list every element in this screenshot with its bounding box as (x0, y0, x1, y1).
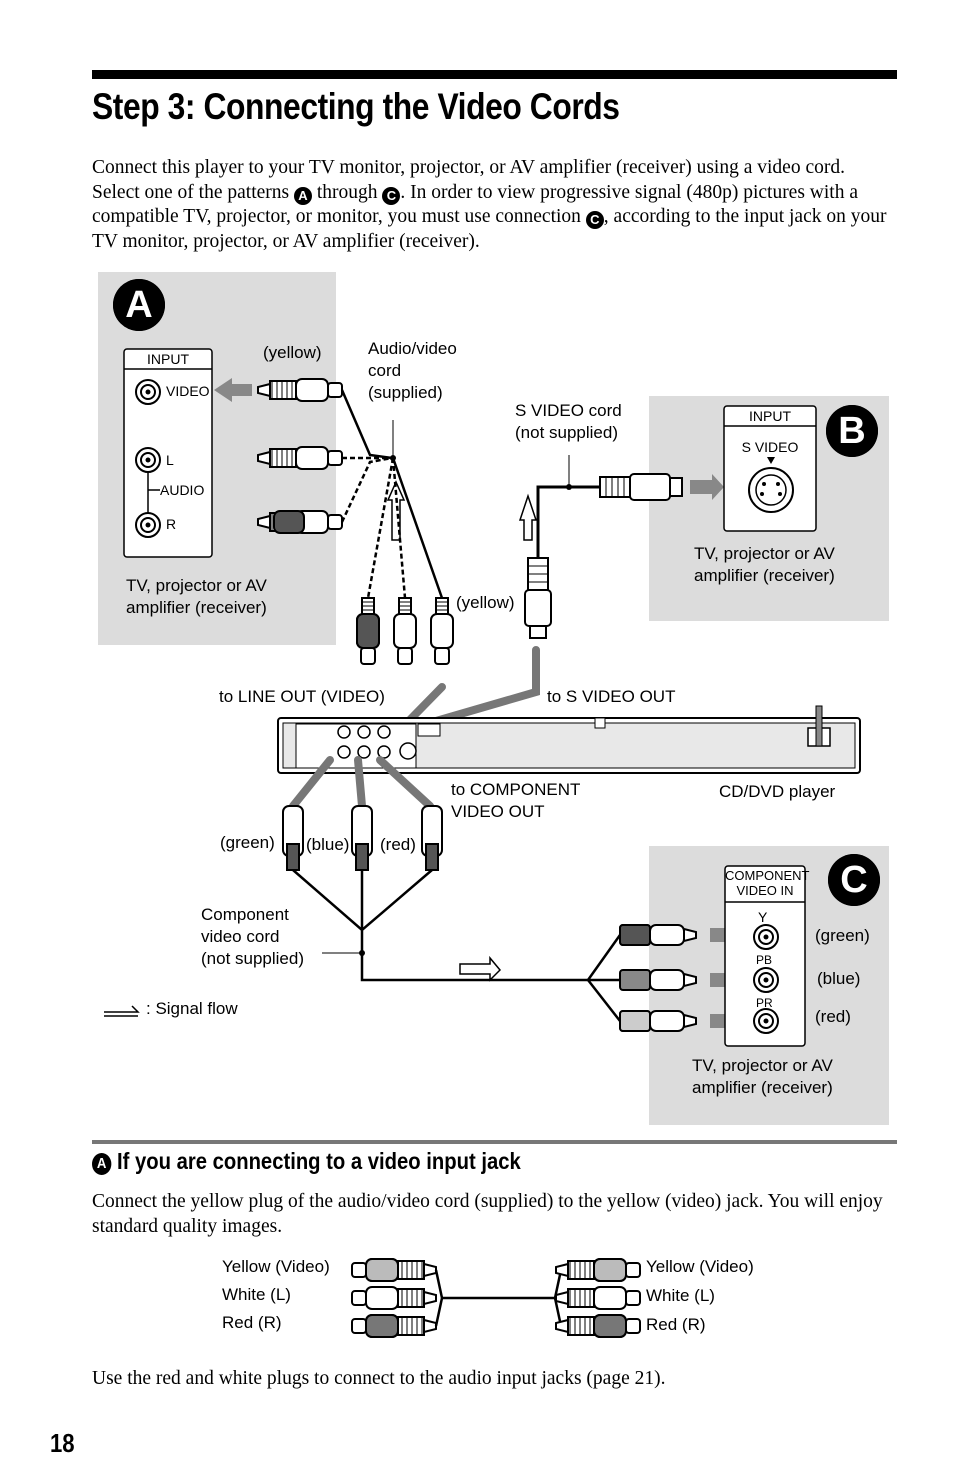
section-a-footer-text: Use the red and white plugs to connect t… (92, 1368, 666, 1389)
intro-text-1: Connect this player to your TV monitor, … (92, 157, 845, 203)
panel-c-y-label: Y (758, 909, 768, 925)
component-cord-line3: (not supplied) (201, 949, 305, 968)
svideo-cord-line2: (not supplied) (515, 423, 619, 442)
panel-c-green-label: (green) (815, 926, 870, 945)
to-component-line2: VIDEO OUT (451, 802, 545, 821)
svideo-cord-line1: S VIDEO cord (515, 401, 622, 420)
video-jack (135, 379, 161, 405)
panel-c-pr-label: PR (756, 996, 773, 1010)
badge-c-inline-2: C (585, 211, 604, 229)
to-svideo-out-label: to S VIDEO OUT (547, 687, 676, 706)
signal-flow-arrow (104, 1005, 140, 1013)
av-cord-line2: cord (368, 361, 402, 380)
badge-c-inline: C (382, 186, 401, 205)
red-label: (red) (380, 835, 416, 854)
signal-arrow-a (386, 480, 406, 541)
signal-arrow-b (518, 493, 538, 541)
component-cord-line1: Component (201, 905, 289, 924)
panel-b-svideo-label: S VIDEO (741, 439, 799, 455)
section-a-heading: A If you are connecting to a video input… (92, 1148, 521, 1175)
panel-c-device-line1: TV, projector or AV (692, 1056, 833, 1075)
cable-right-red: Red (R) (646, 1315, 706, 1334)
yellow-label-b: (yellow) (456, 593, 515, 612)
panel-c-device-line2: amplifier (receiver) (692, 1078, 833, 1097)
player-label: CD/DVD player (719, 782, 836, 801)
arrow-to-svideo-jack (690, 474, 724, 500)
av-cord-line1: Audio/video (368, 339, 457, 358)
top-rule (92, 70, 897, 79)
panel-c-header-2: VIDEO IN (736, 883, 794, 898)
page-title: Step 3: Connecting the Video Cords (92, 86, 620, 127)
panel-c-blue-label: (blue) (817, 969, 861, 988)
badge-a-inline: A (293, 186, 312, 205)
panel-c-red-label: (red) (815, 1007, 851, 1026)
panel-a-device-line1: TV, projector or AV (126, 576, 267, 595)
pr-jack (753, 1008, 779, 1034)
yellow-label-a: (yellow) (263, 343, 322, 362)
panel-c-badge: C (828, 854, 880, 906)
panel-b-input-header: INPUT (749, 408, 791, 424)
arrow-to-video-jack (214, 378, 252, 402)
panel-a-l-label: L (166, 452, 174, 468)
cable-right-white: White (L) (646, 1286, 715, 1305)
panel-a-device-line2: amplifier (receiver) (126, 598, 267, 617)
panel-b-device-line1: TV, projector or AV (694, 544, 835, 563)
section-rule (92, 1140, 897, 1144)
panel-b-device-line2: amplifier (receiver) (694, 566, 835, 585)
to-component-line1: to COMPONENT (451, 780, 581, 799)
panel-a-input-header: INPUT (147, 351, 189, 367)
page-number: 18 (50, 1428, 75, 1458)
to-line-out-label: to LINE OUT (VIDEO) (219, 687, 385, 706)
panel-a-audio-label: AUDIO (160, 482, 205, 498)
av-cord-line3: (supplied) (368, 383, 443, 402)
blue-label: (blue) (306, 835, 350, 854)
intro-paragraph: Connect this player to your TV monitor, … (92, 156, 897, 254)
component-cord-line2: video cord (201, 927, 280, 946)
pb-jack (753, 967, 779, 993)
section-a-body: Connect the yellow plug of the audio/vid… (92, 1191, 883, 1237)
cable-left-yellow: Yellow (Video) (222, 1257, 330, 1276)
panel-c-header-1: COMPONENT (725, 868, 810, 883)
y-jack (753, 924, 779, 950)
audio-r-jack (135, 512, 161, 538)
panel-a-badge: A (113, 279, 165, 331)
cable-left-white: White (L) (222, 1285, 291, 1304)
section-a-heading-text: If you are connecting to a video input j… (116, 1148, 521, 1174)
intro-text-2: through (311, 181, 383, 203)
panel-c-input-box (724, 865, 806, 1047)
cable-right-yellow: Yellow (Video) (646, 1257, 754, 1276)
section-a-badge: A (92, 1153, 112, 1175)
cable-left-red: Red (R) (222, 1313, 282, 1332)
panel-a-r-label: R (166, 516, 177, 532)
intro-text-4: , according to the input jack on your TV… (92, 206, 887, 252)
signal-flow-label: : Signal flow (146, 999, 238, 1018)
signal-arrow-c (459, 955, 502, 982)
audio-l-jack (135, 447, 161, 473)
intro-text-3: . In order to view progressive signal (4… (92, 181, 858, 228)
green-label: (green) (220, 833, 275, 852)
panel-b-badge: B (826, 405, 878, 457)
panel-a-video-label: VIDEO (166, 383, 210, 399)
panel-c-pb-label: PB (756, 953, 773, 967)
